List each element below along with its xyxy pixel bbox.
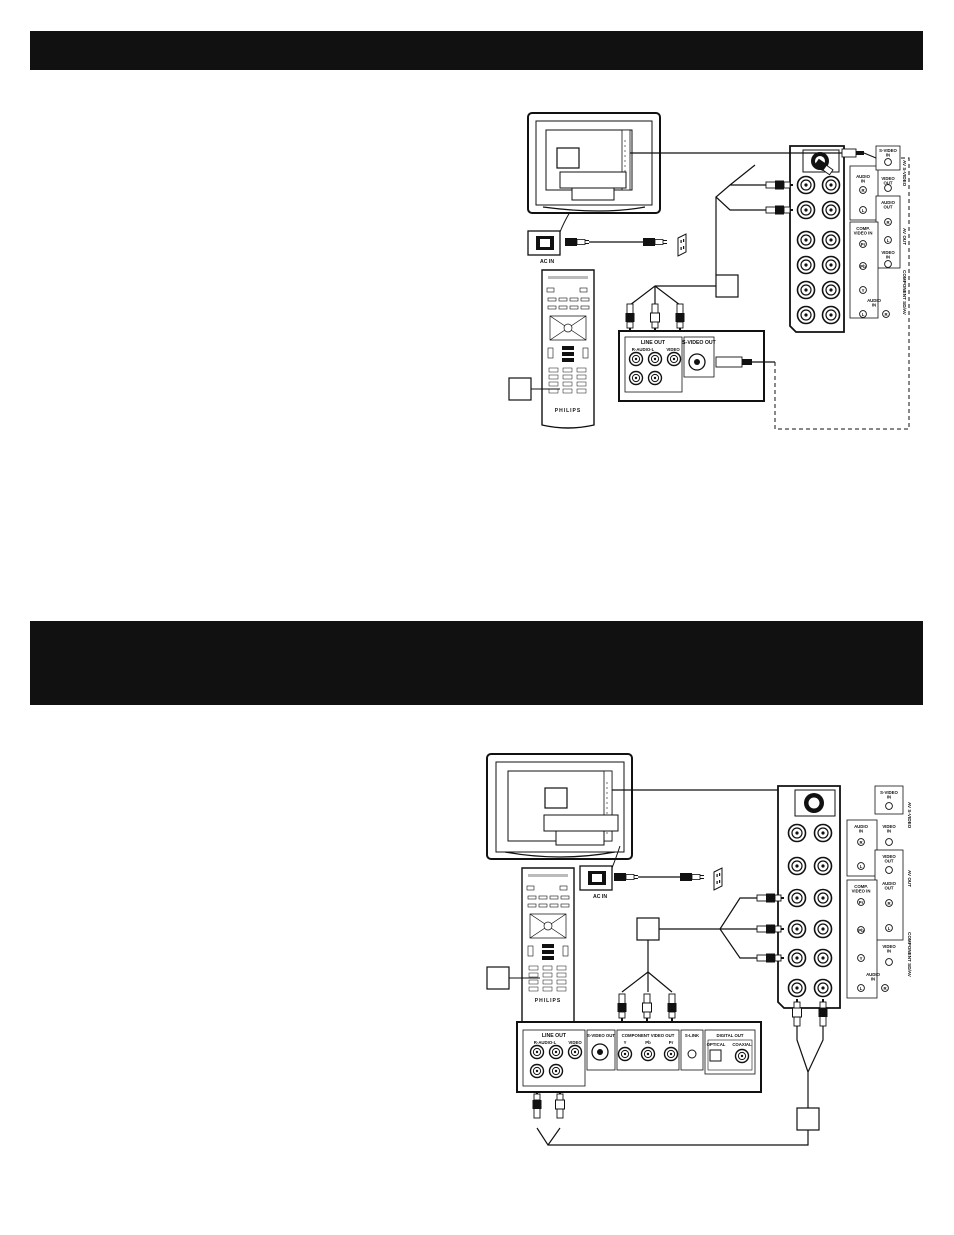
tv-top-jack-l1: L <box>862 208 865 213</box>
device-bot-svideo-out: S-VIDEO OUT <box>587 1033 615 1038</box>
svideo-cable-top <box>630 148 877 159</box>
angled-plug-top <box>814 158 834 176</box>
tv-bot-jack-r3: R <box>883 986 887 991</box>
device-bot-component-out: COMPONENT VIDEO OUT <box>622 1033 675 1038</box>
component-cable-bottom <box>617 893 785 1022</box>
tv-top-side-av-out: AV OUT <box>902 228 907 245</box>
tv-top-jack-l3: L <box>862 312 865 317</box>
device-top-video: VIDEO <box>666 347 680 352</box>
device-top-audio-sub: R-AUDIO-L <box>632 347 655 352</box>
remote-control-top: PHILIPS <box>508 269 595 429</box>
tv-bot-jack-l2: L <box>888 926 891 931</box>
tv-bot-jack-l3: L <box>860 986 863 991</box>
tv-bot-side-av-out: AV OUT <box>907 870 912 887</box>
tv-top-jack-r2: R <box>886 220 890 225</box>
ac-in-label-bottom: AC IN <box>593 894 607 900</box>
ac-in-top: AC IN <box>527 211 687 265</box>
remote-brand-top: PHILIPS <box>555 408 581 414</box>
tv-bot-comp-video-label: COMP.VIDEO IN <box>852 884 871 894</box>
tv-bot-jack-pb: Pb <box>858 928 864 933</box>
remote-brand-bottom: PHILIPS <box>535 998 561 1004</box>
tv-bot-side-av-svideo: AV S-VIDEO <box>907 802 912 829</box>
device-bot-optical: OPTICAL <box>707 1042 726 1047</box>
device-bot-line-out: LINE OUT <box>542 1033 567 1039</box>
ac-in-label-top: AC IN <box>540 259 554 265</box>
device-panel-bottom: LINE OUT R-AUDIO-L VIDEO S-VIDEO OUT COM… <box>516 1021 762 1093</box>
device-top-line-out: LINE OUT <box>641 340 666 346</box>
device-bot-video: VIDEO <box>568 1040 582 1045</box>
callout-box-cable-top <box>715 274 739 298</box>
tv-top-jack-r1: R <box>861 188 865 193</box>
tv-top-jack-pb: Pb <box>860 264 866 269</box>
device-bot-coaxial: COAXIAL <box>732 1042 752 1047</box>
tv-top-side-component: COMPONENT SD/AV <box>902 270 907 316</box>
tv-top-jack-y: Y <box>862 288 865 293</box>
device-bot-comp-pb: Pb <box>645 1040 651 1045</box>
callout-box-audio-bottom <box>796 1107 820 1131</box>
callout-box-tv-top <box>556 147 580 169</box>
tv-bot-jack-l1: L <box>860 864 863 869</box>
tv-top-comp-video-label: COMP.VIDEO IN <box>854 226 873 236</box>
tv-set-top <box>527 112 661 214</box>
ac-in-bottom: AC IN <box>579 845 723 900</box>
callout-box-cable-bottom <box>636 917 660 941</box>
device-bot-comp-pr: Pr <box>669 1040 674 1045</box>
device-bot-comp-y: Y <box>624 1040 627 1045</box>
device-top-svideo-out: S-VIDEO OUT <box>682 340 717 346</box>
av-cable-top <box>625 164 794 332</box>
callout-box-remote-top <box>508 377 532 401</box>
header-band-top <box>30 31 923 70</box>
remote-control-bottom: PHILIPS <box>486 867 575 1027</box>
header-band-middle <box>30 621 923 705</box>
tv-bot-jack-r2: R <box>887 901 891 906</box>
callout-box-remote-bottom <box>486 966 510 990</box>
tv-bot-jack-r1: R <box>859 840 863 845</box>
audio-cable-bottom <box>532 998 828 1146</box>
tv-top-jack-r3: R <box>884 312 888 317</box>
tv-top-jack-l2: L <box>887 238 890 243</box>
device-bot-slink: S-LINK <box>685 1033 700 1038</box>
tv-bot-jack-y: Y <box>860 956 863 961</box>
tv-top-jack-pr: Pr <box>861 242 866 247</box>
device-bot-audio-sub: R-AUDIO-L <box>534 1040 557 1045</box>
diagram-top: AC IN PHILIPS <box>508 112 910 430</box>
device-panel-top: LINE OUT R-AUDIO-L VIDEO S-VIDEO OUT <box>618 330 775 402</box>
diagram-bottom: AC IN PHILIPS <box>486 753 912 1146</box>
tv-top-side-av-svideo: AV S-VIDEO <box>902 160 907 187</box>
tv-set-bottom <box>486 753 778 860</box>
callout-box-tv-bottom <box>544 787 568 809</box>
device-bot-digital-out: DIGITAL OUT <box>716 1033 743 1038</box>
tv-bot-jack-pr: Pr <box>859 900 864 905</box>
svideo-dashed-route-top <box>774 157 910 430</box>
tv-bot-side-component: COMPONENT SD/AV <box>907 932 912 978</box>
